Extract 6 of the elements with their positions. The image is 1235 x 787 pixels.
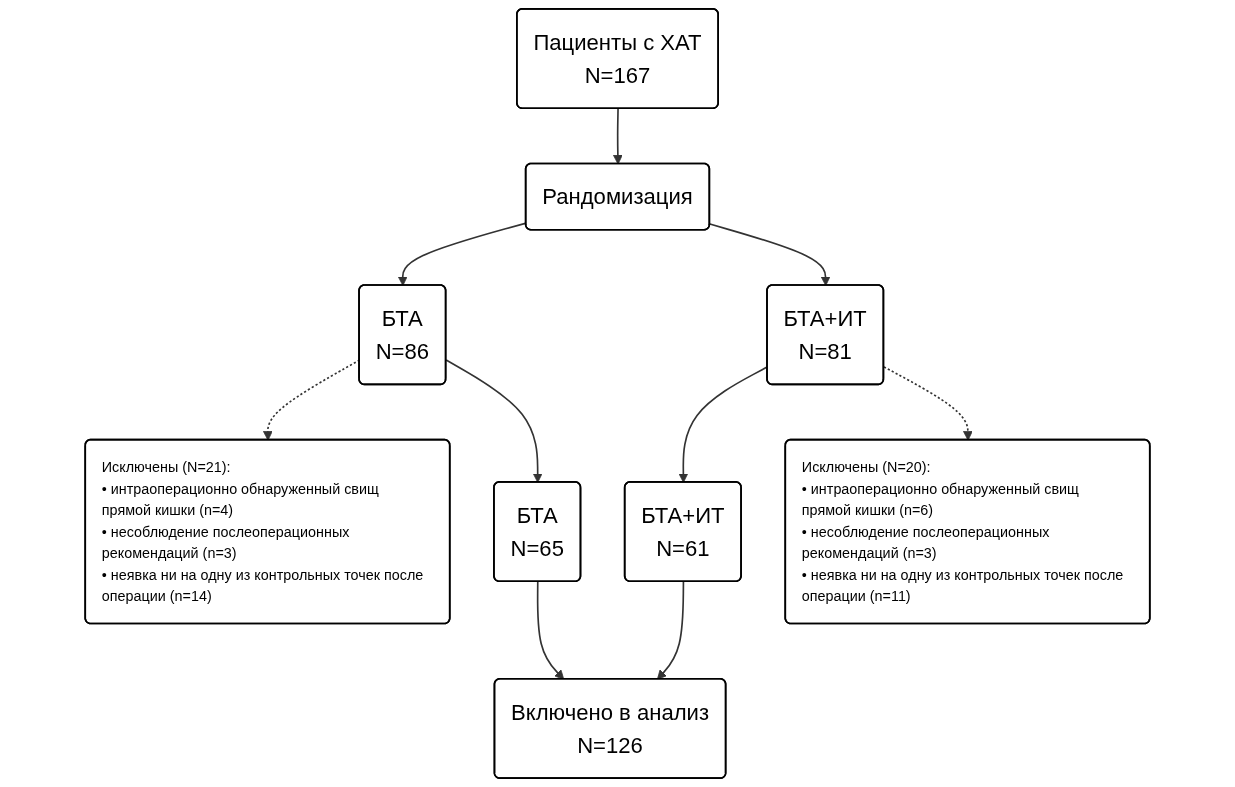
arrow	[613, 107, 623, 165]
arrow	[656, 581, 685, 680]
arrow	[709, 223, 831, 286]
arrow	[883, 366, 973, 441]
arrow	[536, 581, 565, 680]
arrow	[445, 359, 543, 483]
